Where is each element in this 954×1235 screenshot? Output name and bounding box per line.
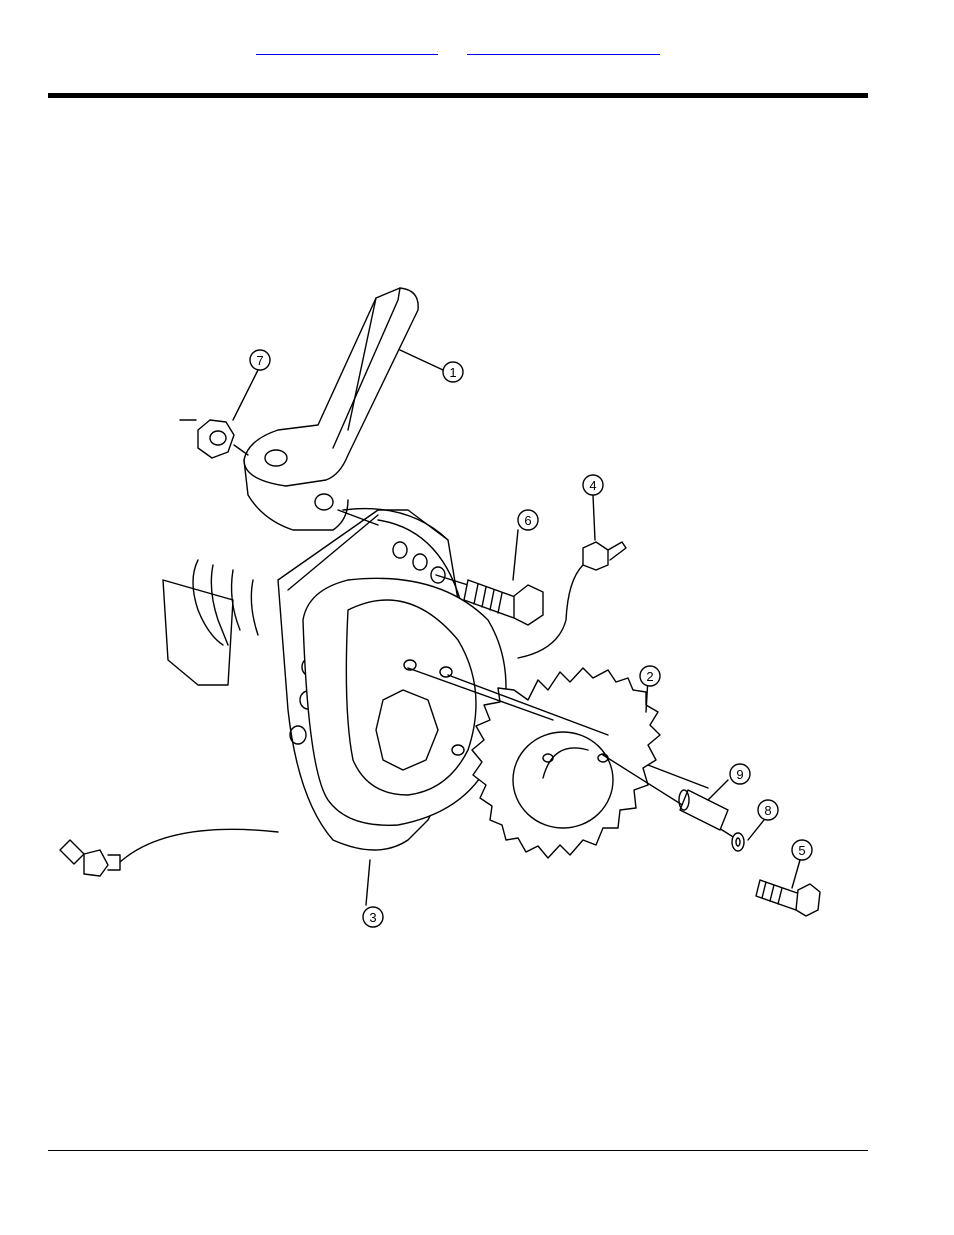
footer-rule bbox=[48, 1150, 868, 1151]
bearing-housing bbox=[163, 509, 506, 850]
grease-fitting-elbow bbox=[60, 829, 278, 876]
callout-7: 7 bbox=[250, 350, 270, 370]
svg-text:9: 9 bbox=[736, 767, 743, 782]
parts-diagram: 1 2 3 4 5 6 7 8 9 bbox=[48, 280, 838, 940]
svg-text:4: 4 bbox=[589, 478, 596, 493]
callout-8: 8 bbox=[758, 800, 778, 820]
nav-link-left[interactable] bbox=[256, 40, 438, 55]
svg-text:3: 3 bbox=[369, 910, 376, 925]
svg-text:2: 2 bbox=[646, 669, 653, 684]
header-rule bbox=[48, 93, 868, 98]
callout-5: 5 bbox=[792, 840, 812, 860]
svg-text:8: 8 bbox=[764, 803, 771, 818]
callout-6: 6 bbox=[518, 510, 538, 530]
cap-screw-lower bbox=[756, 880, 820, 916]
callout-9: 9 bbox=[730, 764, 750, 784]
svg-text:7: 7 bbox=[256, 353, 263, 368]
hex-nut bbox=[180, 420, 248, 458]
svg-text:6: 6 bbox=[524, 513, 531, 528]
lever-arm bbox=[244, 288, 418, 530]
spacer-tube bbox=[679, 790, 728, 830]
svg-text:5: 5 bbox=[798, 843, 805, 858]
callout-3: 3 bbox=[363, 907, 383, 927]
nav-link-right[interactable] bbox=[467, 40, 660, 55]
callout-2: 2 bbox=[640, 666, 660, 686]
callout-1: 1 bbox=[443, 362, 463, 382]
svg-text:1: 1 bbox=[449, 365, 456, 380]
callout-4: 4 bbox=[583, 475, 603, 495]
sprocket bbox=[472, 668, 660, 858]
top-navigation bbox=[0, 40, 954, 60]
washer bbox=[732, 833, 744, 851]
